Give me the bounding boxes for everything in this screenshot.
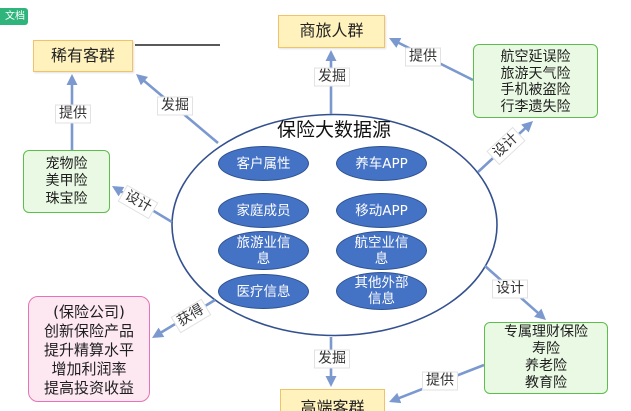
segment-business-travelers: 商旅人群	[278, 15, 385, 48]
source-label: 医疗信息	[236, 283, 291, 300]
source-aviation-info: 航空业信息	[336, 231, 427, 270]
product-item: 养老险	[525, 357, 567, 374]
arrow-hub-to-rare-head	[136, 74, 148, 86]
arrow-travel-to-business-travel-head	[389, 38, 402, 48]
insurer-gains-box: (保险公司) 创新保险产品 提升精算水平 增加利润率 提高投资收益	[28, 296, 150, 402]
segment-rare-customers: 稀有客群	[33, 40, 133, 72]
source-mobile-app: 移动APP	[336, 193, 427, 228]
source-medical-info: 医疗信息	[218, 274, 309, 309]
source-car-app: 养车APP	[336, 146, 427, 181]
doc-tab[interactable]: 文档	[0, 8, 28, 25]
source-label: 客户属性	[236, 155, 291, 172]
product-item: 珠宝险	[45, 190, 88, 207]
product-item: 航空延误险	[500, 49, 571, 65]
source-other-external-info: 其他外部信息	[336, 272, 427, 310]
wealth-products-box: 专属理财保险 寿险 养老险 教育险	[484, 322, 608, 394]
source-label: 其他外部信息	[354, 275, 409, 307]
source-label: 移动APP	[355, 202, 408, 219]
arrow-hub-to-wealth-head	[534, 308, 546, 320]
source-customer-attributes: 客户属性	[218, 146, 309, 181]
product-item: 教育险	[525, 374, 567, 391]
edge-label-hub-to-business-travel: 发掘	[314, 67, 350, 87]
source-family-members: 家庭成员	[218, 193, 309, 228]
edge-label-niche-to-rare: 提供	[55, 104, 91, 124]
product-item: 美甲险	[45, 173, 88, 189]
arrow-hub-to-niche-head	[112, 186, 125, 197]
niche-products-box: 宠物险 美甲险 珠宝险	[23, 150, 110, 213]
travel-products-box: 航空延误险 旅游天气险 手机被盗险 行李遗失险	[473, 44, 598, 118]
insurer-gain-item: 增加利润率	[51, 360, 127, 378]
edge-label-hub-to-rare: 发掘	[157, 96, 193, 116]
arrow-wealth-to-high-end-head	[389, 392, 402, 404]
source-label: 旅游业信息	[236, 234, 291, 267]
arrow-hub-to-insurer-head	[152, 327, 165, 338]
doc-tab-label: 文档	[5, 11, 25, 22]
insurer-gain-item: 创新保险产品	[43, 322, 134, 340]
arrow-hub-to-business-travel-head	[325, 50, 337, 61]
edge-label-wealth-to-high-end: 提供	[422, 371, 458, 391]
insurer-gain-item: (保险公司)	[53, 303, 125, 321]
product-item: 专属理财保险	[504, 323, 588, 340]
arrow-niche-to-rare-head	[66, 74, 78, 85]
insurer-gain-item: 提高投资收益	[43, 379, 134, 397]
hub-title: 保险大数据源	[276, 119, 391, 141]
arrow-hub-to-travel-head	[521, 121, 533, 133]
insurer-gain-item: 提升精算水平	[43, 341, 134, 359]
edge-label-hub-to-wealth: 设计	[492, 279, 528, 299]
segment-high-end-customers: 高端客群	[280, 389, 385, 411]
product-item: 宠物险	[45, 155, 88, 172]
edge-label-travel-to-business-travel: 提供	[405, 47, 441, 67]
product-item: 行李遗失险	[500, 98, 571, 115]
source-label: 家庭成员	[236, 202, 291, 219]
edge-label-hub-to-high-end: 发掘	[314, 349, 350, 369]
source-tourism-info: 旅游业信息	[218, 231, 309, 270]
product-item: 手机被盗险	[500, 82, 571, 98]
source-label: 航空业信息	[354, 234, 409, 267]
data-source-hub-outline	[171, 113, 498, 337]
product-item: 旅游天气险	[500, 65, 571, 82]
arrow-hub-to-high-end-head	[325, 376, 337, 387]
product-item: 寿险	[532, 340, 560, 357]
source-label: 养车APP	[355, 155, 408, 172]
